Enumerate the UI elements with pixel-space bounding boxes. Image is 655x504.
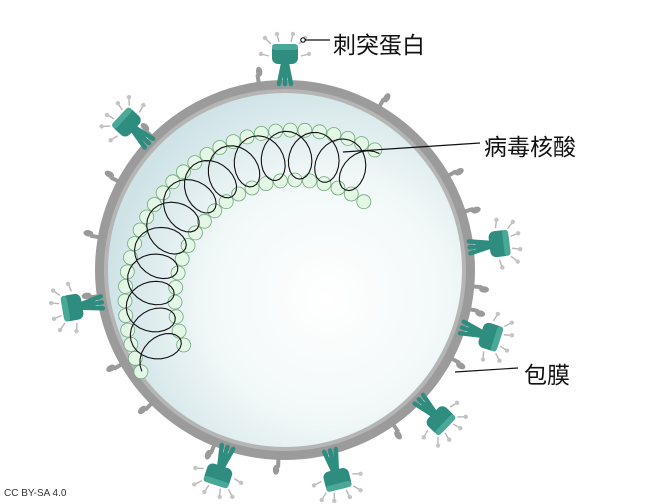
capsid-bead [253,125,269,141]
spike-protein-icon [412,392,468,448]
capsid-bead [168,280,184,295]
capsid-bead [354,136,370,152]
membrane-protein-icon [255,66,263,90]
membrane-protein-icon [137,397,158,415]
spike-protein-icon [457,311,515,363]
rna-leader-line [342,142,481,153]
capsid-bead [118,278,133,294]
capsid-bead [165,174,181,190]
membrane-proteins [81,66,490,475]
capsid-bead [188,225,203,241]
capsid-bead [171,323,187,339]
capsid-bead [343,186,359,202]
capsid-bead [120,322,136,338]
spike-protein-icon [258,31,312,87]
capsid-bead [268,123,284,139]
membrane-protein-icon [204,438,219,460]
membrane-protein-icon [388,418,402,440]
capsid-bead [132,222,148,238]
capsid-bead [127,350,143,366]
capsid-bead [225,134,241,150]
membrane-protein-icon [106,359,129,373]
spike-protein-icon [99,94,156,150]
capsid-bead [316,176,332,192]
capsid-bead [196,213,212,229]
capsid-bead [272,173,288,189]
spike-protein-icon [466,217,523,270]
envelope-leader-line [454,367,519,373]
spike-protein-label: 刺突蛋白 [333,33,425,59]
viral-rna-label: 病毒核酸 [484,135,576,161]
capsid-bead [287,172,303,188]
membrane-protein-icon [462,306,486,317]
capsid-bead [282,122,298,138]
spike-proteins [48,31,523,504]
capsid-bead [155,185,171,201]
membrane-protein-icon [272,451,281,475]
capsid-bead [133,364,149,380]
membrane-protein-icon [83,230,106,241]
virus-interior [108,93,462,447]
capsid-bead [330,180,346,196]
membrane-protein-icon [374,93,391,114]
capsid-bead [118,308,134,324]
viral-rna-coil [125,130,380,372]
capsid-bead [326,127,342,142]
membrane-protein-icon [441,167,464,181]
capsid-bead [312,124,327,140]
membrane-protein-icon [466,283,490,293]
capsid-bead [175,164,191,180]
capsid-bead [218,194,234,210]
spike-leader-dot [300,37,306,43]
spike-protein-icon [192,442,244,500]
capsid-bead [122,250,138,266]
capsid-bead [356,194,372,210]
capsid-bead [207,203,223,219]
rna-strand [125,130,380,372]
capsid-bead [117,293,133,309]
membrane-protein-icon [445,354,466,370]
nucleocapsid [117,122,383,380]
capsid-bead [187,155,203,171]
capsid-bead [258,176,274,192]
capsid-bead [231,186,247,202]
capsid-bead [239,129,255,145]
capsid-bead [167,294,183,310]
spike-protein-icon [48,281,106,334]
capsid-bead [199,147,215,162]
spike-protein-icon [311,446,363,504]
envelope-label: 包膜 [524,363,570,389]
capsid-bead [170,265,186,281]
capsid-bead [340,130,356,146]
license-text: CC BY-SA 4.0 [4,488,67,499]
membrane-protein-icon [104,170,125,186]
membrane-protein-icon [457,206,481,216]
capsid-bead [180,238,196,253]
leader-lines [300,37,519,373]
capsid-bead [302,173,318,189]
